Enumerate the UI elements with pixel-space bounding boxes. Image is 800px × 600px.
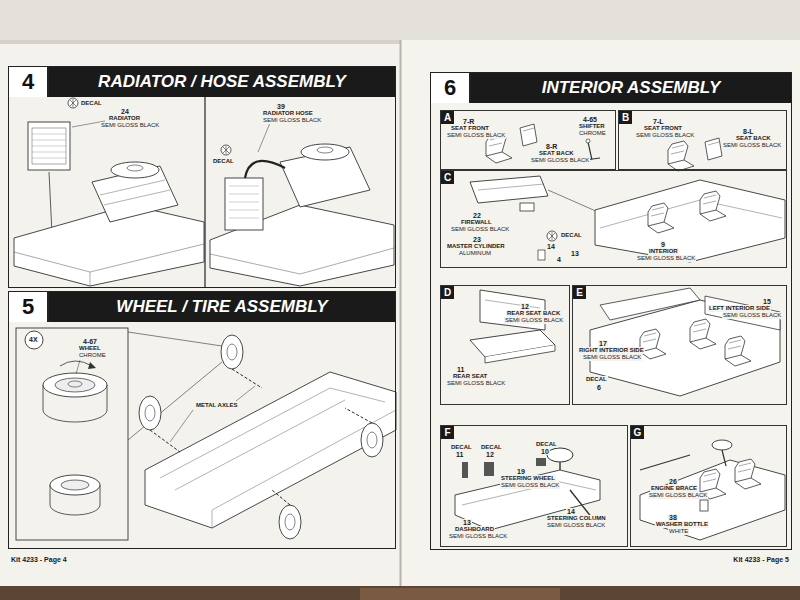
part-name: ENGINE BRACE: [650, 485, 698, 492]
part-name: WHEEL: [78, 345, 102, 352]
callout-number: 23: [472, 236, 482, 243]
step-title: INTERIOR ASSEMBLY: [471, 73, 791, 103]
sub-step-letter: E: [573, 286, 586, 299]
callout-number: 13: [462, 519, 472, 526]
step-number: 5: [9, 292, 49, 322]
sub-step-letter: D: [441, 286, 454, 299]
step-number: 4: [9, 67, 49, 97]
sub-step-letter: G: [631, 426, 644, 439]
part-name: DECAL: [535, 441, 558, 448]
paint-color-note: SEMI GLOSS BLACK: [530, 157, 590, 164]
step-title: RADIATOR / HOSE ASSEMBLY: [49, 67, 395, 97]
callout-number: 13: [570, 250, 580, 257]
part-name: STEERING WHEEL: [500, 475, 556, 482]
paint-color-note: SEMI GLOSS BLACK: [635, 132, 695, 139]
part-name: DECAL: [212, 158, 235, 165]
step-number: 6: [431, 73, 471, 103]
callout-number: 19: [516, 468, 526, 475]
callout-number: 14: [546, 243, 556, 250]
part-name: SEAT BACK: [735, 135, 772, 142]
paint-color-note: CHROME: [78, 352, 107, 359]
part-name: LEFT INTERIOR SIDE: [708, 305, 771, 312]
paint-color-note: SEMI GLOSS BLACK: [722, 312, 782, 319]
callout-number: 7-R: [462, 118, 475, 125]
callout-number: 14: [566, 508, 576, 515]
callout-number: 4-67: [82, 338, 98, 345]
part-name: RIGHT INTERIOR SIDE: [578, 347, 645, 354]
part-name: DECAL: [450, 444, 473, 451]
part-name: DECAL: [480, 444, 503, 451]
part-name: STEERING COLUMN: [546, 515, 607, 522]
sub-step-letter: F: [441, 426, 454, 439]
paint-color-note: SEMI GLOSS BLACK: [582, 354, 642, 361]
part-name: DASHBOARD: [454, 526, 495, 533]
paint-color-note: SEMI GLOSS BLACK: [446, 380, 506, 387]
paint-color-note: SEMI GLOSS BLACK: [504, 317, 564, 324]
part-name: REAR SEAT: [452, 373, 488, 380]
step-panel: 4RADIATOR / HOSE ASSEMBLY: [8, 66, 396, 288]
callout-number: 11: [455, 451, 464, 458]
part-name: FIREWALL: [460, 219, 493, 226]
part-name: WASHER BOTTLE: [655, 521, 709, 528]
callout-number: 17: [598, 340, 608, 347]
part-name: METAL AXLES: [195, 402, 239, 409]
part-name: SEAT FRONT: [450, 125, 490, 132]
paint-color-note: SEMI GLOSS BLACK: [100, 122, 160, 129]
callout-number: 24: [120, 108, 130, 115]
callout-number: 6: [596, 384, 602, 391]
part-name: SEAT FRONT: [643, 125, 683, 132]
callout-number: 11: [456, 366, 465, 373]
sub-step-letter: B: [619, 111, 632, 124]
paint-color-note: SEMI GLOSS BLACK: [546, 522, 606, 529]
part-name: SEAT BACK: [538, 150, 575, 157]
callout-number: 9: [660, 241, 666, 248]
callout-number: 4-65: [582, 116, 598, 123]
callout-number: 12: [520, 303, 530, 310]
callout-number: 8-R: [545, 143, 558, 150]
step-title: WHEEL / TIRE ASSEMBLY: [49, 292, 395, 322]
callout-number: 26: [668, 478, 678, 485]
part-name: DECAL: [80, 100, 103, 107]
callout-number: 12: [485, 451, 495, 458]
paint-color-note: WHITE: [668, 528, 689, 535]
part-name: REAR SEAT BACK: [506, 310, 561, 317]
callout-number: 22: [472, 212, 482, 219]
callout-number: 38: [668, 514, 678, 521]
paint-color-note: SEMI GLOSS BLACK: [448, 533, 508, 540]
part-name: INTERIOR: [648, 248, 679, 255]
sub-step-letter: A: [441, 111, 454, 124]
paint-color-note: SEMI GLOSS BLACK: [500, 482, 560, 489]
callout-number: 4: [556, 256, 562, 263]
part-name: RADIATOR HOSE: [262, 110, 314, 117]
paint-color-note: CHROME: [578, 130, 607, 137]
callout-number: 8-L: [742, 128, 755, 135]
part-name: DECAL: [585, 376, 608, 383]
callout-number: 39: [276, 103, 286, 110]
paint-color-note: SEMI GLOSS BLACK: [636, 255, 696, 262]
page-footer: Kit 4233 - Page 4: [10, 555, 68, 564]
callout-number: 15: [762, 298, 772, 305]
paint-color-note: ALUMINUM: [458, 250, 492, 257]
sub-step-panel: D: [440, 285, 570, 405]
paint-color-note: SEMI GLOSS BLACK: [262, 117, 322, 124]
part-name: SHIFTER: [578, 123, 606, 130]
quantity-badge: 4X: [28, 336, 39, 343]
step-panel: 5WHEEL / TIRE ASSEMBLY: [8, 291, 396, 549]
part-name: MASTER CYLINDER: [446, 243, 506, 250]
callout-number: 10: [540, 448, 550, 455]
paint-color-note: SEMI GLOSS BLACK: [722, 142, 782, 149]
paint-color-note: SEMI GLOSS BLACK: [450, 226, 510, 233]
paint-color-note: SEMI GLOSS BLACK: [648, 492, 708, 499]
sub-step-letter: C: [441, 171, 454, 184]
paint-color-note: SEMI GLOSS BLACK: [446, 132, 506, 139]
part-name: DECAL: [560, 232, 583, 239]
page-footer: Kit 4233 - Page 5: [732, 555, 790, 564]
part-name: RADIATOR: [108, 115, 141, 122]
callout-number: 7-L: [652, 118, 665, 125]
